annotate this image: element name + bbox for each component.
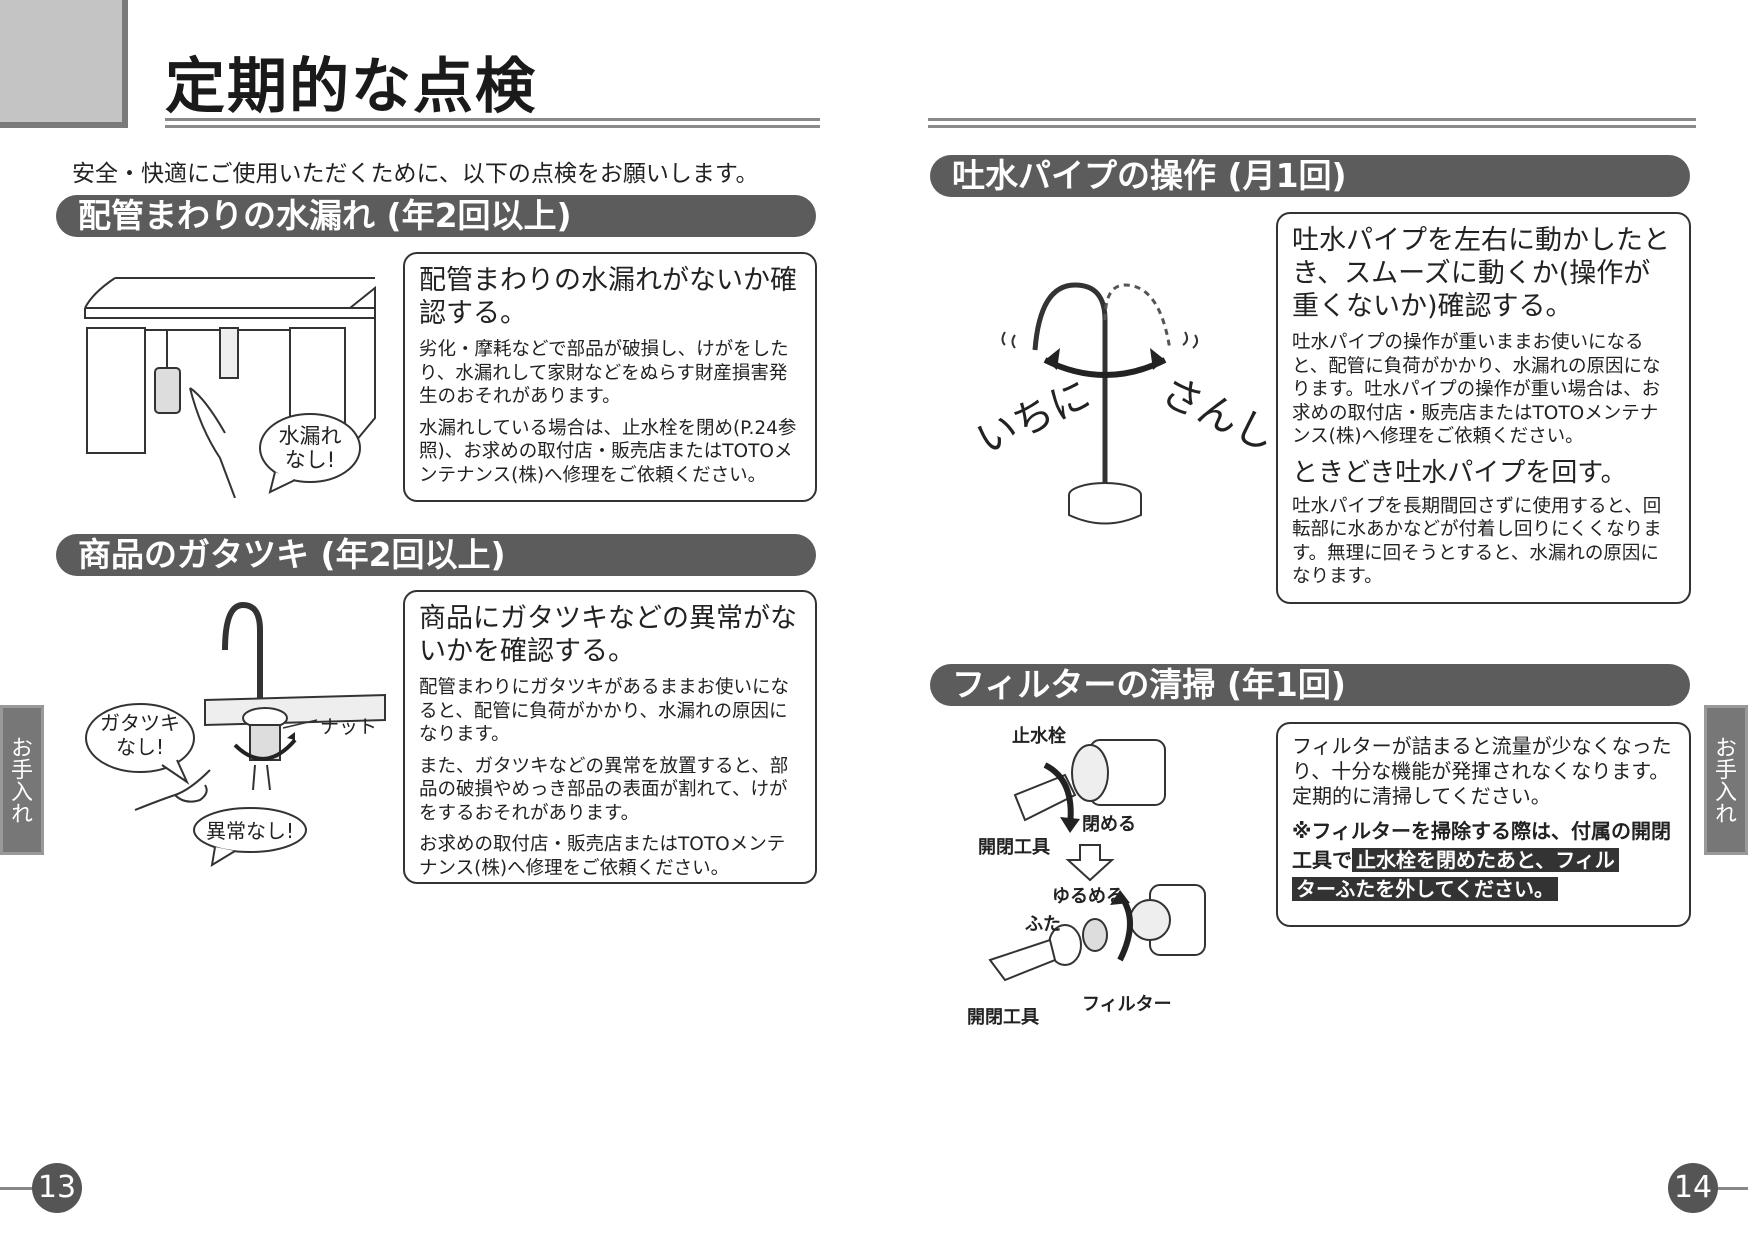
page-number-rule — [1712, 1187, 1748, 1190]
intro-text: 安全・快適にご使用いただくために、以下の点検をお願いします。 — [72, 161, 759, 187]
speech-bubble-wobble: ガタツキ なし! — [100, 711, 180, 759]
title-rule — [165, 118, 820, 128]
note-highlight: ターふたを外してください。 — [1292, 877, 1558, 901]
filter-valve-illustration — [988, 739, 1206, 982]
section-heading-filter: フィルターの清掃 (年1回) — [930, 664, 1690, 706]
faucet-nut-illustration — [204, 601, 386, 790]
hand-pointing-illustration — [134, 769, 211, 811]
box-subheading: ときどき吐水パイプを回す。 — [1292, 457, 1627, 488]
box-paragraph: 水漏れしている場合は、止水栓を閉め(P.24参照)、お求めの取付店・販売店または… — [419, 417, 797, 486]
box-paragraph: 劣化・摩耗などで部品が破損し、けがをしたり、水漏れして家財などをぬらす財産損害発… — [419, 339, 789, 407]
label-valve: 止水栓 — [1012, 726, 1066, 747]
info-box-leak: 配管まわりの水漏れがないか確認する。 劣化・摩耗などで部品が破損し、けがをしたり… — [403, 252, 817, 502]
note-highlight: 止水栓を閉めたあと、フィル — [1352, 848, 1619, 872]
box-paragraph: フィルターが詰まると流量が少なくなったり、十分な機能が発揮されなくなります。定期… — [1292, 734, 1672, 808]
box-heading: 吐水パイプを左右に動かしたとき、スムーズに動くか(操作が重くないか)確認する。 — [1292, 225, 1670, 322]
speech-bubble-normal: 異常なし! — [205, 819, 295, 843]
label-filter: フィルター — [1082, 994, 1172, 1015]
page-number-rule — [0, 1187, 36, 1190]
box-heading: 配管まわりの水漏れがないか確認する。 — [419, 265, 797, 329]
title-block-decoration — [0, 0, 128, 128]
section-heading-leak: 配管まわりの水漏れ (年2回以上) — [56, 195, 816, 237]
info-box-filter: フィルターが詰まると流量が少なくなったり、十分な機能が発揮されなくなります。定期… — [1276, 722, 1691, 927]
page-number-left: 13 — [32, 1163, 82, 1213]
top-rule-right — [928, 118, 1696, 128]
box-paragraph: また、ガタツキなどの異常を放置すると、部品の破損やめっき部品の表面が割れて、けが… — [419, 755, 789, 824]
label-loosen: ゆるめる — [1052, 886, 1124, 907]
box-heading: 商品にガタツキなどの異常がないかを確認する。 — [419, 603, 797, 667]
box-paragraph: 吐水パイプの操作が重いままお使いになると、配管に負荷がかかり、水漏れの原因になり… — [1292, 332, 1661, 447]
nut-label: ナット — [320, 716, 378, 738]
page-title: 定期的な点検 — [165, 52, 537, 122]
label-close: 閉める — [1082, 814, 1136, 835]
speech-bubble-shape — [85, 703, 195, 785]
info-box-wobble: 商品にガタツキなどの異常がないかを確認する。 配管まわりにガタツキがあるままお使… — [403, 590, 817, 884]
box-note: ※フィルターを掃除する際は、付属の開閉工具で止水栓を閉めたあと、フィルターふたを… — [1292, 817, 1675, 904]
speech-bubble-shape — [193, 807, 307, 867]
label-tool-2: 開閉工具 — [967, 1007, 1039, 1028]
page-number-right: 14 — [1668, 1163, 1718, 1213]
label-tool-1: 開閉工具 — [978, 837, 1050, 858]
box-paragraph: 吐水パイプを長期間回さずに使用すると、回転部に水あかなどが付着し回りにくくなりま… — [1292, 495, 1662, 588]
info-box-pipe: 吐水パイプを左右に動かしたとき、スムーズに動くか(操作が重くないか)確認する。 … — [1276, 212, 1691, 604]
speech-bubble-shape — [259, 413, 361, 494]
note-prefix: ※フィルターを掃除する際は、付属の開閉工具で — [1292, 819, 1672, 872]
speech-bubble-leak: 水漏れ なし! — [278, 424, 342, 472]
box-paragraph: 配管まわりにガタツキがあるままお使いになると、配管に負荷がかかり、水漏れの原因に… — [419, 677, 790, 745]
side-tab-care-left: お手入れ — [0, 705, 44, 855]
section-heading-pipe: 吐水パイプの操作 (月1回) — [930, 155, 1690, 197]
side-tab-care-right: お手入れ — [1704, 705, 1748, 855]
faucet-rotation-illustration — [1001, 282, 1199, 525]
section-heading-wobble: 商品のガタツキ (年2回以上) — [56, 534, 816, 576]
box-paragraph: お求めの取付店・販売店またはTOTOメンテナンス(株)へ修理をご依頼ください。 — [419, 834, 786, 879]
label-cap: ふた — [1025, 914, 1061, 935]
